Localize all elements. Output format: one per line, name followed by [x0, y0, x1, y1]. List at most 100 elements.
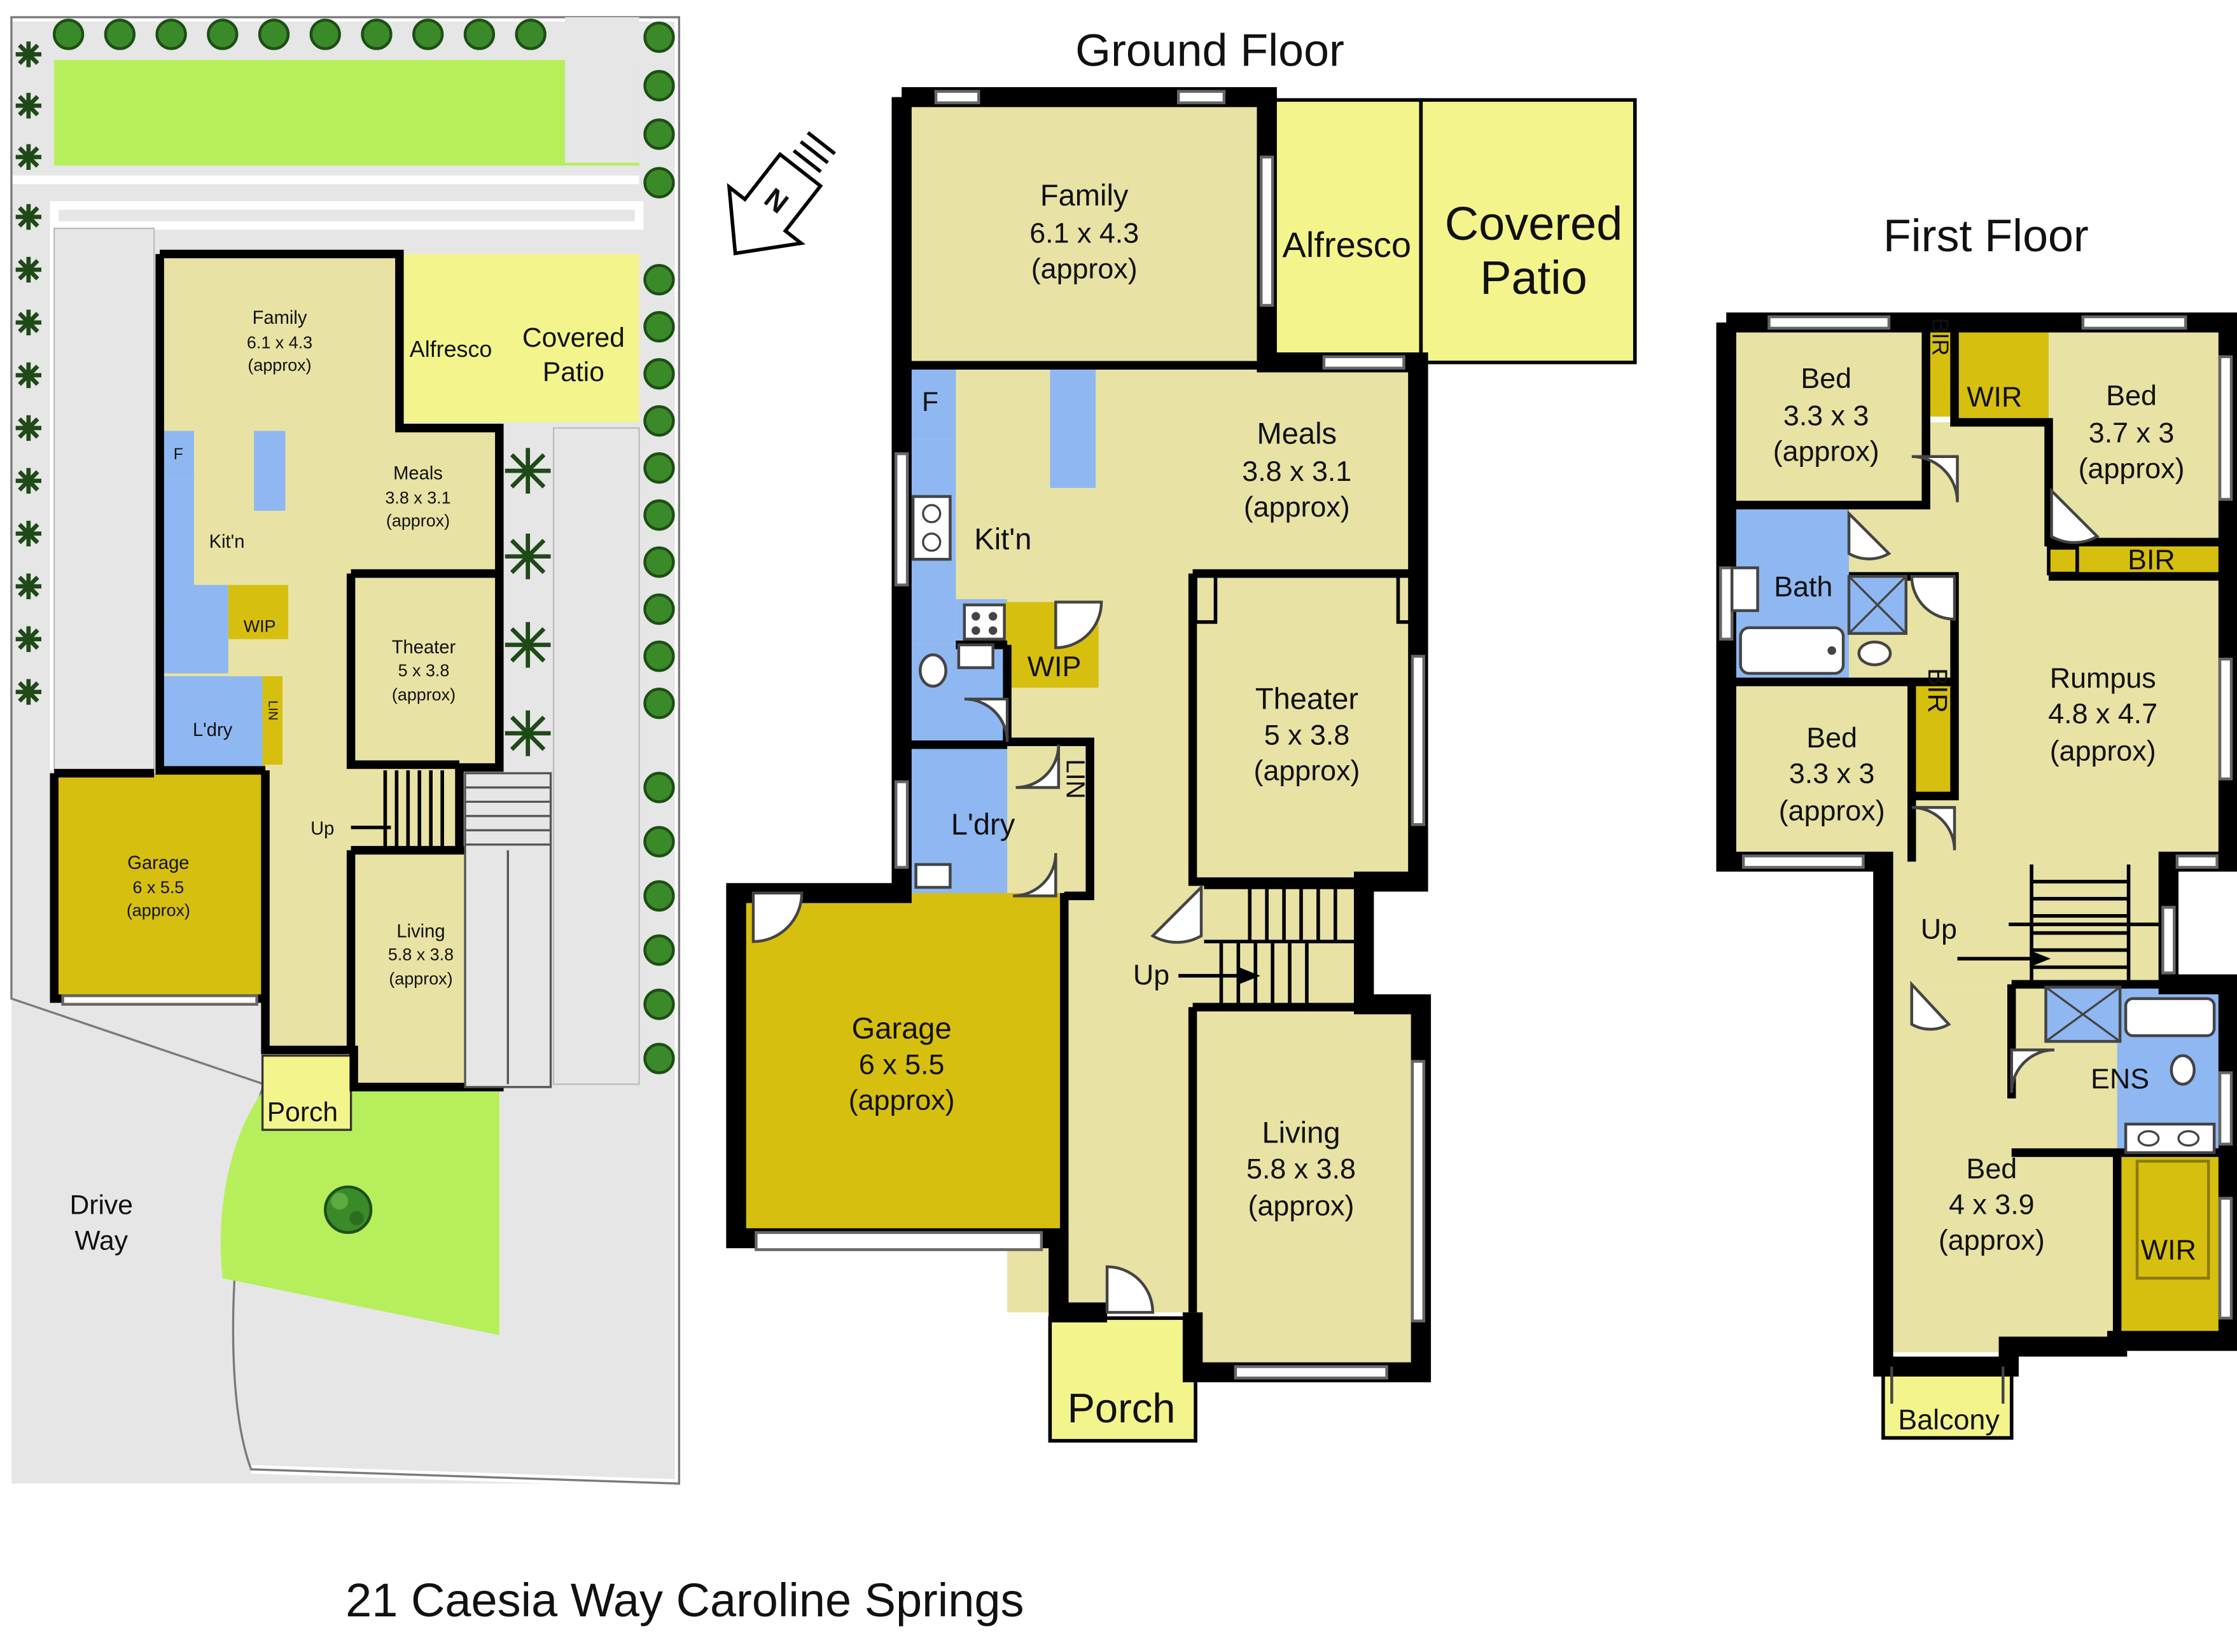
bed2-name: Bed [1801, 362, 1851, 394]
basin-icon [914, 643, 994, 889]
bed4-approx: (approx) [1779, 795, 1885, 827]
site-patio-line1: Covered [522, 323, 625, 353]
theater-approx: (approx) [1254, 754, 1360, 787]
shrub-icon [643, 593, 675, 625]
master-approx: (approx) [1939, 1223, 2045, 1256]
shrub-icon [643, 70, 675, 102]
north-compass-icon: N [727, 131, 836, 256]
ens-shower-icon [2044, 985, 2122, 1043]
patio-line2: Patio [1480, 251, 1587, 304]
ens-name: ENS [2091, 1062, 2149, 1095]
site-plan: Family 6.1 x 4.3 (approx) Alfresco Cover… [10, 13, 684, 1489]
wir-top-name: WIR [1967, 380, 2022, 413]
bed3-approx: (approx) [2079, 452, 2185, 484]
first-interior-walls [1732, 331, 2226, 1338]
shrub-icon [643, 21, 675, 53]
palm-icon [505, 533, 551, 580]
site-driveway-line2: Way [74, 1225, 128, 1256]
meals-name: Meals [1257, 417, 1337, 450]
patio-line1: Covered [1445, 197, 1623, 250]
site-theater-dims: 5 x 3.8 [398, 661, 450, 680]
living-approx: (approx) [1248, 1190, 1355, 1222]
site-living-approx: (approx) [389, 969, 452, 988]
bed4-floor [1732, 682, 1912, 862]
site-living-dims: 5.8 x 3.8 [388, 945, 454, 964]
site-fridge-name: F [174, 446, 183, 463]
bed2-dims: 3.3 x 3 [1783, 399, 1869, 431]
alfresco-name: Alfresco [1283, 225, 1411, 265]
site-island [254, 431, 286, 511]
master-dims: 4 x 3.9 [1949, 1188, 2035, 1220]
palm-icon [15, 415, 42, 441]
shrub-icon [643, 687, 675, 719]
shrub-icon [207, 18, 239, 50]
garage-dims: 6 x 5.5 [859, 1048, 945, 1081]
site-garage-dims: 6 x 5.5 [133, 878, 185, 897]
shrub-icon [643, 640, 675, 672]
shrub-icon [643, 452, 675, 484]
site-driveway-line1: Drive [70, 1190, 133, 1220]
palm-icon [505, 621, 551, 668]
site-hall-floor [265, 765, 354, 1064]
shrub-icon [515, 18, 547, 50]
lin-name: LIN [1061, 759, 1091, 799]
site-garage-door [61, 994, 258, 1006]
palm-icon [505, 448, 551, 494]
property-address: 21 Caesia Way Caroline Springs [345, 1574, 1024, 1627]
shrub-icon [361, 18, 393, 50]
site-theater-approx: (approx) [392, 685, 456, 704]
site-theater-name: Theater [392, 637, 456, 658]
ens-vanity-icon [2124, 1122, 2216, 1155]
shower-icon [1847, 574, 1908, 635]
covered-patio-floor [1419, 98, 1637, 364]
site-kitchen-name: Kit'n [209, 532, 245, 552]
alfresco-floor [1271, 98, 1423, 362]
shrub-icon [643, 499, 675, 531]
shrub-icon [643, 1043, 675, 1074]
site-wip-floor [228, 585, 288, 639]
stair-floor [1192, 881, 1364, 1010]
living-dims: 5.8 x 3.8 [1246, 1152, 1356, 1184]
wip-name: WIP [1028, 650, 1082, 683]
meals-approx: (approx) [1244, 490, 1350, 523]
family-approx: (approx) [1031, 252, 1138, 284]
bath-tub-icon [1739, 626, 1845, 675]
site-laundry-floor [162, 676, 266, 777]
garage-name: Garage [852, 1011, 952, 1045]
palm-icon [15, 679, 42, 705]
palm-icon [15, 362, 42, 389]
first-floor-plan: First Floor [1716, 211, 2237, 1440]
side-path-right [552, 427, 640, 1085]
palm-icon [15, 309, 42, 336]
shrub-icon [643, 311, 675, 343]
family-name: Family [1040, 178, 1129, 212]
shrub-icon [155, 18, 187, 50]
meals-dims: 3.8 x 3.1 [1242, 455, 1351, 487]
family-dims: 6.1 x 4.3 [1029, 216, 1139, 249]
site-walls [50, 249, 504, 1092]
bed3-dims: 3.7 x 3 [2089, 416, 2175, 448]
site-up-label: Up [310, 819, 334, 839]
site-external-steps [464, 772, 552, 1088]
shrub-icon [258, 18, 290, 50]
balcony-name: Balcony [1898, 1403, 2000, 1436]
kitchen-island [1050, 365, 1096, 489]
first-openings [1719, 315, 2233, 1404]
ground-floor-plan: Ground Floor N [726, 25, 1637, 1443]
site-meals-approx: (approx) [386, 511, 450, 531]
master-lower [2011, 1152, 2117, 1352]
site-garage-floor [54, 773, 266, 999]
palm-icon [15, 144, 42, 170]
bir-mid-floor [1911, 682, 1955, 796]
kitchen-sink-icon [911, 495, 952, 561]
bath-name: Bath [1774, 570, 1832, 602]
site-family-name: Family [253, 308, 307, 328]
ground-staircase [1178, 884, 1358, 1004]
shrub-row-icon [52, 18, 675, 1074]
first-labels: Bed 3.3 x 3 (approx) BIR WIR Bed 3.7 x 3… [1773, 317, 2196, 1436]
master-name: Bed [1966, 1152, 2017, 1184]
site-living-name: Living [396, 921, 445, 941]
palm-icon [15, 204, 42, 230]
site-garage-name: Garage [127, 853, 189, 873]
bir-right-name: BIR [2128, 543, 2175, 576]
